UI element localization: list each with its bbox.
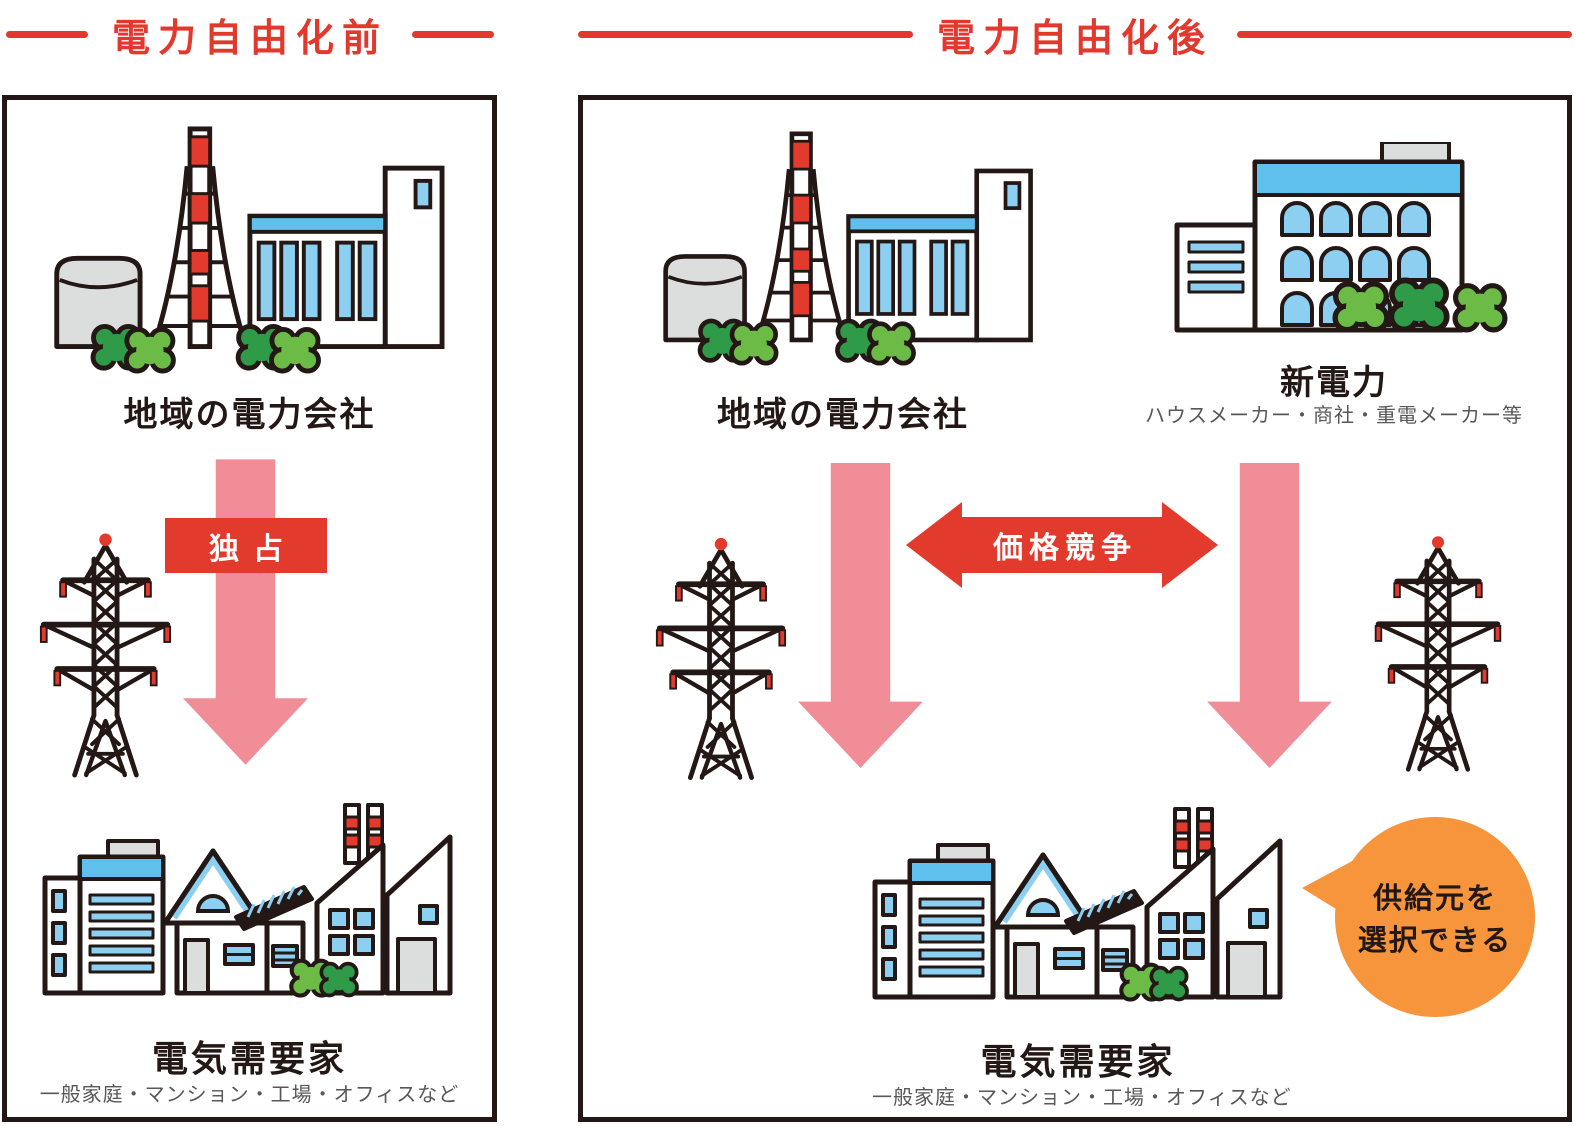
consumers-sublabel: 一般家庭・マンション・工場・オフィスなど (872, 1087, 1292, 1109)
power-plant-icon (38, 125, 450, 375)
choose-supplier-note: 供給元を 選択できる (1315, 878, 1555, 962)
new-power-sublabel: ハウスメーカー・商社・重電メーカー等 (1145, 405, 1523, 427)
city-buildings-icon (42, 803, 454, 999)
choose-supplier-line1: 供給元を (1372, 883, 1497, 915)
title-before-left-rule (6, 30, 88, 38)
city-buildings-icon (872, 807, 1284, 1003)
panel-before: 地域の電力会社 独占 電気需要家 一般家庭・マンション・工場・オフィスなど (2, 95, 497, 1122)
consumers-label: 電気需要家 (151, 1038, 347, 1079)
consumers-sublabel: 一般家庭・マンション・工場・オフィスなど (39, 1084, 460, 1106)
title-before: 電力自由化前 (6, 10, 495, 60)
speech-bubble-icon (1302, 817, 1535, 1017)
new-power-building-icon (1144, 142, 1510, 334)
transmission-tower-icon (38, 527, 173, 782)
title-after: 電力自由化後 (578, 10, 1573, 60)
panel-after: 地域の電力会社 新電力 ハウスメーカー・商社・重電メーカー等 価格競争 電気需要… (578, 95, 1572, 1122)
title-after-right-rule (1237, 30, 1573, 38)
price-competition-label: 価格競争 (993, 532, 1137, 565)
choose-supplier-line2: 選択できる (1357, 925, 1513, 957)
transmission-tower-icon (654, 533, 788, 783)
power-plant-icon (648, 130, 1038, 367)
regional-utility-label: 地域の電力会社 (123, 396, 376, 434)
down-arrow-icon (1207, 463, 1332, 768)
regional-utility-label: 地域の電力会社 (717, 396, 969, 434)
down-arrow-icon (183, 458, 308, 766)
title-after-left-rule (578, 30, 913, 38)
monopoly-badge: 独占 (165, 518, 327, 573)
title-before-right-rule (412, 30, 495, 38)
title-after-text: 電力自由化後 (937, 17, 1214, 60)
title-before-text: 電力自由化前 (112, 17, 389, 60)
consumers-label: 電気需要家 (980, 1041, 1176, 1082)
down-arrow-icon (798, 463, 923, 768)
new-power-label: 新電力 (1280, 364, 1388, 402)
double-arrow-icon (906, 502, 1218, 588)
transmission-tower-icon (1372, 533, 1504, 773)
